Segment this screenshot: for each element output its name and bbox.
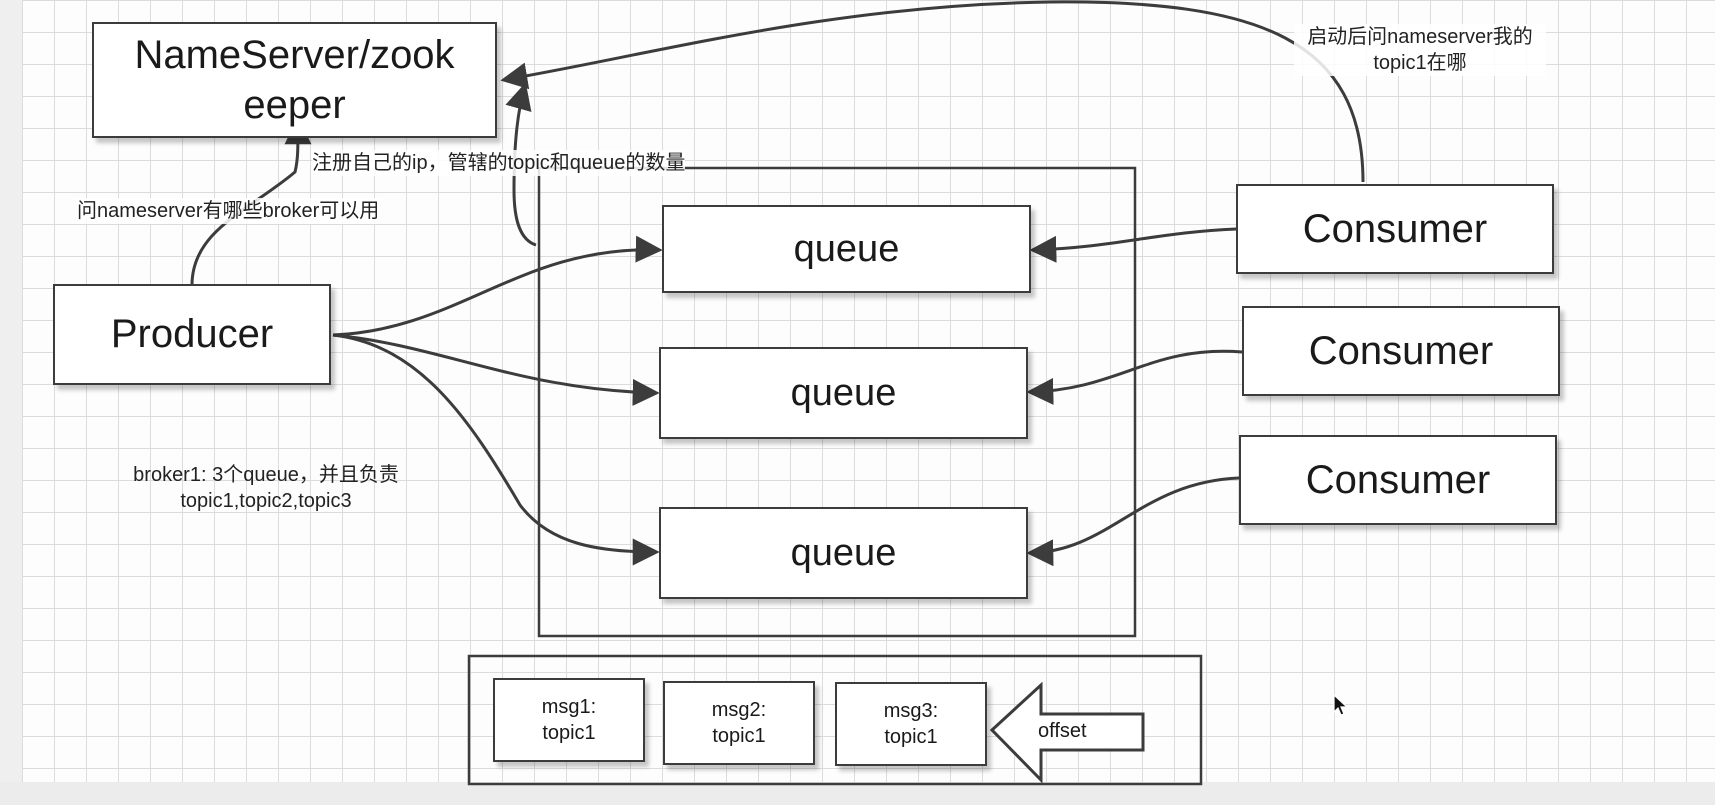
offset-arrow: [989, 681, 1145, 784]
message-box: msg3: topic1: [835, 682, 987, 766]
producer-to-queue1-arrow: [332, 235, 663, 337]
producer-to-nameserver-arrow: [190, 117, 312, 286]
ask-broker-note: 问nameserver有哪些broker可以用: [77, 198, 380, 224]
queue-label: queue: [790, 531, 897, 574]
producer-box: Producer: [53, 284, 331, 385]
broker-to-nameserver-arrow: [505, 82, 537, 247]
consumer-box: Consumer: [1236, 184, 1554, 274]
message-log-container: [467, 654, 1203, 786]
left-margin: [0, 0, 22, 782]
bottom-margin: [0, 782, 1715, 805]
message-box: msg1: topic1: [493, 678, 645, 762]
queue-box: queue: [659, 507, 1028, 599]
message-box: msg2: topic1: [663, 681, 815, 765]
message-label: msg1: topic1: [541, 696, 597, 744]
producer-to-queue3-arrow: [332, 333, 660, 566]
offset-label: offset: [1038, 720, 1087, 742]
consumer-box: Consumer: [1242, 306, 1560, 396]
nameserver-label: NameServer/zook eeper: [134, 33, 455, 127]
queue-label: queue: [793, 227, 900, 270]
mouse-cursor-icon: [1333, 694, 1349, 716]
register-note: 注册自己的ip，管辖的topic和queue的数量: [312, 150, 686, 176]
producer-to-queue2-arrow: [332, 333, 660, 406]
nameserver-box: NameServer/zook eeper: [92, 22, 497, 138]
message-label: msg2: topic1: [711, 699, 767, 747]
consumer-ask-note: 启动后问nameserver我的 topic1在哪: [1294, 24, 1546, 76]
consumer3-to-queue3-arrow: [1026, 476, 1240, 567]
queue-label: queue: [790, 371, 897, 414]
queue-box: queue: [659, 347, 1028, 439]
consumer-box: Consumer: [1239, 435, 1557, 525]
broker-container: [537, 166, 1137, 638]
broker-desc-note: broker1: 3个queue，并且负责 topic1,topic2,topi…: [133, 464, 399, 512]
queue-box: queue: [662, 205, 1031, 293]
consumer-label: Consumer: [1305, 457, 1491, 502]
producer-label: Producer: [110, 312, 274, 356]
consumer-label: Consumer: [1302, 206, 1488, 251]
consumer-label: Consumer: [1308, 328, 1494, 373]
message-label: msg3: topic1: [883, 700, 939, 748]
